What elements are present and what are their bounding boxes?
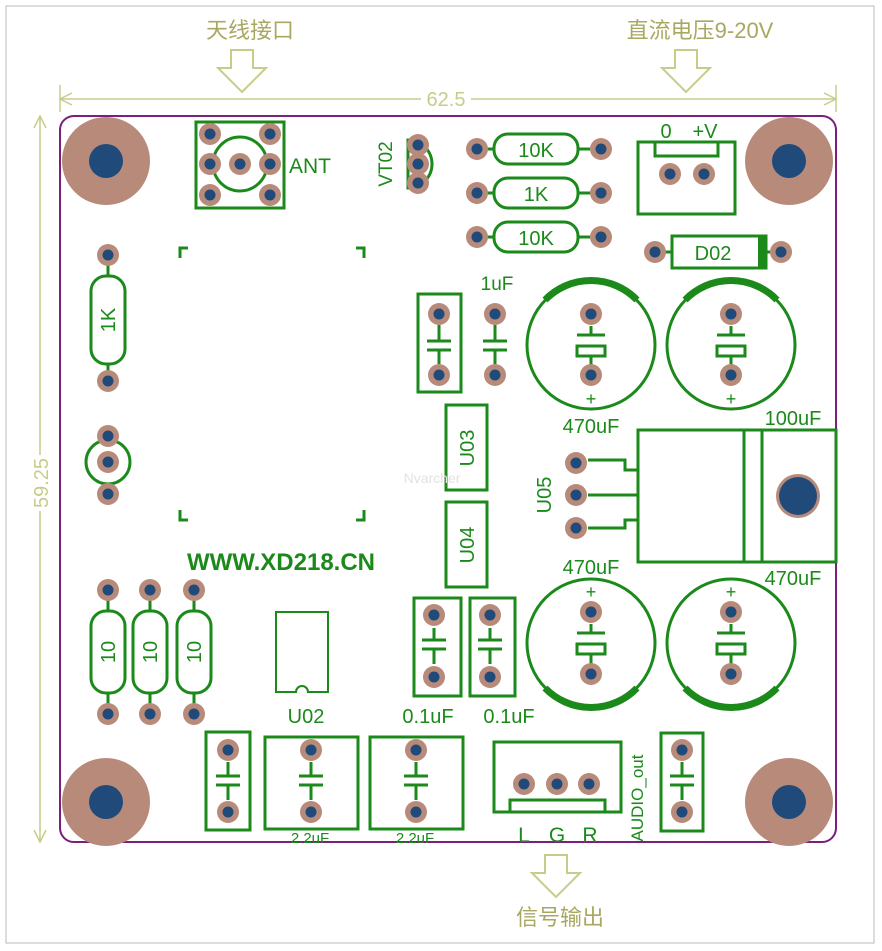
label-audio-out: AUDIO_out — [628, 754, 647, 841]
watermark: Nvarcher — [404, 470, 461, 486]
label-cap-22uf-b: 2.2uF — [396, 830, 434, 847]
label-power-pos: +V — [692, 121, 718, 143]
dimension-lines — [33, 85, 838, 844]
regulator-tab-hole — [779, 477, 817, 515]
height-dimension: 59.25 — [31, 458, 53, 508]
antenna-arrow-icon — [215, 49, 269, 94]
label-u03: U03 — [457, 430, 479, 467]
label-r10-b: 10 — [140, 641, 162, 663]
label-cap-22uf-a: 2.2uF — [291, 830, 329, 847]
label-plus-1: + — [586, 389, 597, 409]
label-r10k-bottom: 10K — [518, 228, 554, 250]
label-plus-4: + — [726, 582, 737, 602]
label-out-l: L — [518, 824, 530, 847]
label-u05: U05 — [534, 477, 556, 514]
signal-out-arrow-icon — [529, 854, 583, 899]
image-frame — [5, 5, 875, 944]
label-out-g: G — [549, 824, 565, 847]
power-callout: 直流电压9-20V — [627, 18, 774, 43]
label-u02: U02 — [288, 706, 325, 728]
cap-polarity-marks — [542, 277, 780, 711]
label-r1k-left: 1K — [98, 307, 120, 332]
label-ant: ANT — [289, 155, 331, 178]
label-cap-470uf-3: 470uF — [563, 557, 620, 579]
label-cap-01uf-a: 0.1uF — [402, 706, 453, 728]
power-arrow-icon — [659, 49, 713, 94]
label-out-r: R — [582, 824, 597, 847]
label-cap-100uf: 100uF — [765, 408, 822, 430]
signal-out-callout: 信号输出 — [516, 905, 604, 930]
mounting-holes — [62, 117, 833, 846]
width-dimension: 62.5 — [427, 89, 466, 111]
label-cap-470uf-1: 470uF — [563, 416, 620, 438]
width-dim-bg — [421, 86, 471, 110]
label-plus-2: + — [726, 389, 737, 409]
label-r10k-top: 10K — [518, 140, 554, 162]
callout-arrows — [215, 49, 713, 899]
label-website: WWW.XD218.CN — [187, 549, 375, 576]
label-r10-a: 10 — [98, 641, 120, 663]
label-vt02: VT02 — [376, 141, 397, 186]
height-dim-bg — [28, 455, 52, 511]
component-labels: ANT VT02 10K 1K 10K 0 +V D02 1K 1uF 470u… — [98, 121, 821, 847]
label-cap-470uf-4: 470uF — [765, 568, 822, 590]
label-cap-1uf: 1uF — [481, 274, 514, 295]
label-u04: U04 — [457, 527, 479, 564]
antenna-callout: 天线接口 — [206, 18, 294, 43]
label-r1k-top: 1K — [524, 184, 549, 206]
label-power-gnd: 0 — [660, 121, 671, 143]
label-d02: D02 — [695, 243, 732, 265]
label-cap-01uf-b: 0.1uF — [483, 706, 534, 728]
label-plus-3: + — [586, 582, 597, 602]
label-r10-c: 10 — [184, 641, 206, 663]
silkscreen-outlines — [84, 120, 838, 833]
diode-cathode-band — [758, 236, 766, 268]
